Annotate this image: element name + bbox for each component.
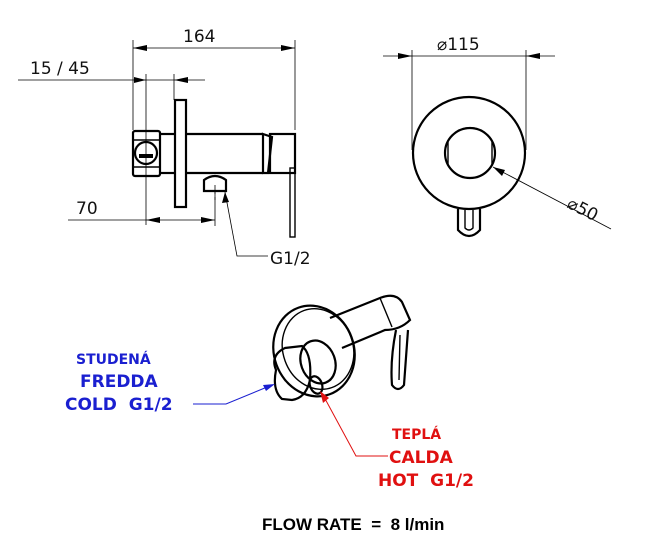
valve-side-body <box>131 98 297 238</box>
dimension-body-diameter: ⌀50 <box>492 166 612 230</box>
dimension-outlet-offset: 70 <box>68 185 216 226</box>
isometric-view: STUDENÁ FREDDA COLD G1/2 TEPLÁ CALDA HOT… <box>65 294 474 491</box>
hot-label-english: HOT G1/2 <box>378 471 474 491</box>
g12-label: G1/2 <box>270 249 311 269</box>
cold-label-english: COLD G1/2 <box>65 395 173 415</box>
side-view: 164 15 / 45 70 <box>18 27 311 269</box>
hot-inlet-callout: TEPLÁ CALDA HOT G1/2 <box>320 391 474 491</box>
dimension-plate-diameter: ⌀115 <box>383 35 555 150</box>
dimension-wall-depth: 15 / 45 <box>18 59 205 225</box>
dim-115-label: ⌀115 <box>437 35 480 55</box>
cold-label-italian: FREDDA <box>80 372 159 392</box>
dim-15-45-label: 15 / 45 <box>30 59 90 79</box>
front-view: ⌀115 ⌀50 <box>383 35 612 238</box>
hot-label-czech: TEPLÁ <box>392 426 441 443</box>
outlet-thread-callout: G1/2 <box>222 191 311 269</box>
hot-label-italian: CALDA <box>389 448 454 468</box>
dimension-overall-length: 164 <box>132 27 296 130</box>
cold-label-czech: STUDENÁ <box>76 351 151 368</box>
dim-164-label: 164 <box>183 27 215 47</box>
cold-inlet-callout: STUDENÁ FREDDA COLD G1/2 <box>65 351 275 415</box>
flow-rate-note: FLOW RATE = 8 l/min <box>262 515 444 534</box>
dim-70-label: 70 <box>76 199 98 219</box>
valve-front-body <box>411 95 527 238</box>
valve-iso-body <box>272 294 412 402</box>
